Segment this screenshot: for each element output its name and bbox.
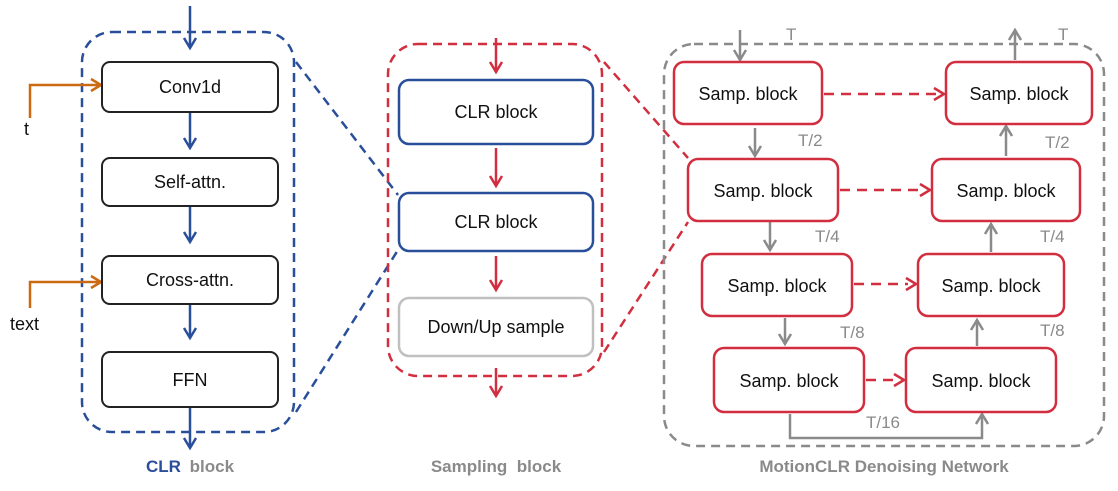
clr-caption-strong: CLR — [146, 457, 181, 476]
net-in-arrow-head — [732, 49, 748, 63]
samp-block-enc-3: Samp. block — [700, 252, 854, 318]
samp-arrow-1-head — [488, 175, 504, 189]
zoom-connector-bottom — [294, 249, 400, 413]
down-arrow-2-head — [762, 239, 778, 253]
samp-block-dec-3: Samp. block — [916, 252, 1066, 318]
skip-connection-1-head — [933, 86, 947, 102]
samp-block-dec-2: Samp. block — [930, 157, 1082, 223]
network-zoom-connector-bottom — [602, 221, 690, 353]
network-zoom-connector-top — [603, 61, 689, 159]
t-input-arrow — [28, 83, 100, 118]
denoising-network-dashed-frame — [662, 42, 1106, 448]
scale-label-t8-right: T/8 — [1040, 321, 1065, 340]
scale-label-t-in: T — [786, 25, 796, 44]
samp-block-enc-2-label: Samp. block — [713, 181, 813, 201]
samp-block-enc-4-label: Samp. block — [739, 371, 839, 391]
samp-block-dec-4-label: Samp. block — [931, 371, 1031, 391]
clr-caption-rest: block — [190, 457, 235, 476]
sampling-block-caption: Sampling block — [431, 457, 562, 476]
text-input-label: text — [10, 314, 39, 334]
scale-label-t4-right: T/4 — [1040, 227, 1065, 246]
skip-connection-4-head — [893, 372, 907, 388]
bottom-bridge-arrow-head — [974, 411, 990, 425]
ffn-box: FFN — [101, 351, 279, 408]
clr-arrow-3-head — [182, 327, 198, 341]
scale-label-t4-left: T/4 — [815, 227, 840, 246]
up-arrow-3-head — [998, 123, 1014, 137]
scale-label-t16: T/16 — [866, 413, 900, 432]
self-attn-box: Self-attn. — [101, 157, 279, 207]
samp-block-enc-1: Samp. block — [672, 60, 824, 126]
down-up-sample-label: Down/Up sample — [427, 317, 564, 337]
conv1d-label: Conv1d — [159, 77, 221, 97]
scale-label-t8-left: T/8 — [840, 323, 865, 342]
skip-connection-2-head — [919, 182, 933, 198]
bottom-bridge-arrow — [788, 414, 984, 440]
denoising-network-caption: MotionCLR Denoising Network — [759, 457, 1009, 476]
net-out-arrow-head — [1007, 27, 1023, 41]
cross-attn-box: Cross-attn. — [101, 255, 279, 305]
skip-connection-3-head — [905, 276, 919, 292]
clr-block-caption: CLR block — [146, 457, 235, 476]
ffn-label: FFN — [173, 370, 208, 390]
clr-block-dashed-frame — [80, 30, 296, 434]
samp-block-dec-1-label: Samp. block — [969, 84, 1069, 104]
self-attn-label: Self-attn. — [154, 172, 226, 192]
sampling-clr-box-2: CLR block — [397, 191, 595, 253]
text-input-arrow — [28, 280, 100, 308]
t-input-label: t — [24, 119, 29, 139]
up-arrow-2-head — [983, 221, 999, 235]
cross-attn-label: Cross-attn. — [146, 270, 234, 290]
down-arrow-3-head — [777, 333, 793, 347]
down-arrow-1-head — [747, 145, 763, 159]
samp-arrow-2-head — [488, 279, 504, 293]
samp-block-enc-1-label: Samp. block — [698, 84, 798, 104]
down-up-sample-box: Down/Up sample — [397, 296, 595, 358]
samp-block-enc-3-label: Samp. block — [727, 276, 827, 296]
conv1d-box: Conv1d — [101, 61, 279, 113]
scale-label-t-out: T — [1058, 25, 1068, 44]
samp-block-dec-3-label: Samp. block — [941, 276, 1041, 296]
clr-block-panel: t text Conv1d Self-attn. Cross-attn. FFN… — [10, 6, 296, 476]
samp-block-dec-1: Samp. block — [944, 60, 1094, 126]
scale-label-t2-right: T/2 — [1045, 133, 1070, 152]
samp-arrow-out-head — [488, 385, 504, 399]
clr-arrow-1-head — [182, 137, 198, 151]
samp-block-enc-2: Samp. block — [686, 157, 840, 223]
sampling-clr-box-1-label: CLR block — [454, 102, 538, 122]
up-arrow-1-head — [969, 317, 985, 331]
clr-arrow-out-head — [182, 437, 198, 451]
clr-arrow-2-head — [182, 231, 198, 245]
samp-arrow-in-head — [488, 61, 504, 75]
sampling-clr-box-1: CLR block — [397, 78, 595, 146]
zoom-connector-top — [295, 61, 399, 196]
denoising-network-panel: Samp. block Samp. block Samp. block Samp… — [662, 25, 1106, 476]
samp-block-enc-4: Samp. block — [712, 346, 866, 414]
scale-label-t2-left: T/2 — [798, 131, 823, 150]
samp-block-dec-4: Samp. block — [904, 346, 1058, 414]
sampling-block-panel: CLR block CLR block Down/Up sample Sampl… — [386, 38, 604, 476]
samp-block-dec-2-label: Samp. block — [956, 181, 1056, 201]
sampling-clr-box-2-label: CLR block — [454, 212, 538, 232]
clr-arrow-in-head — [182, 37, 198, 51]
